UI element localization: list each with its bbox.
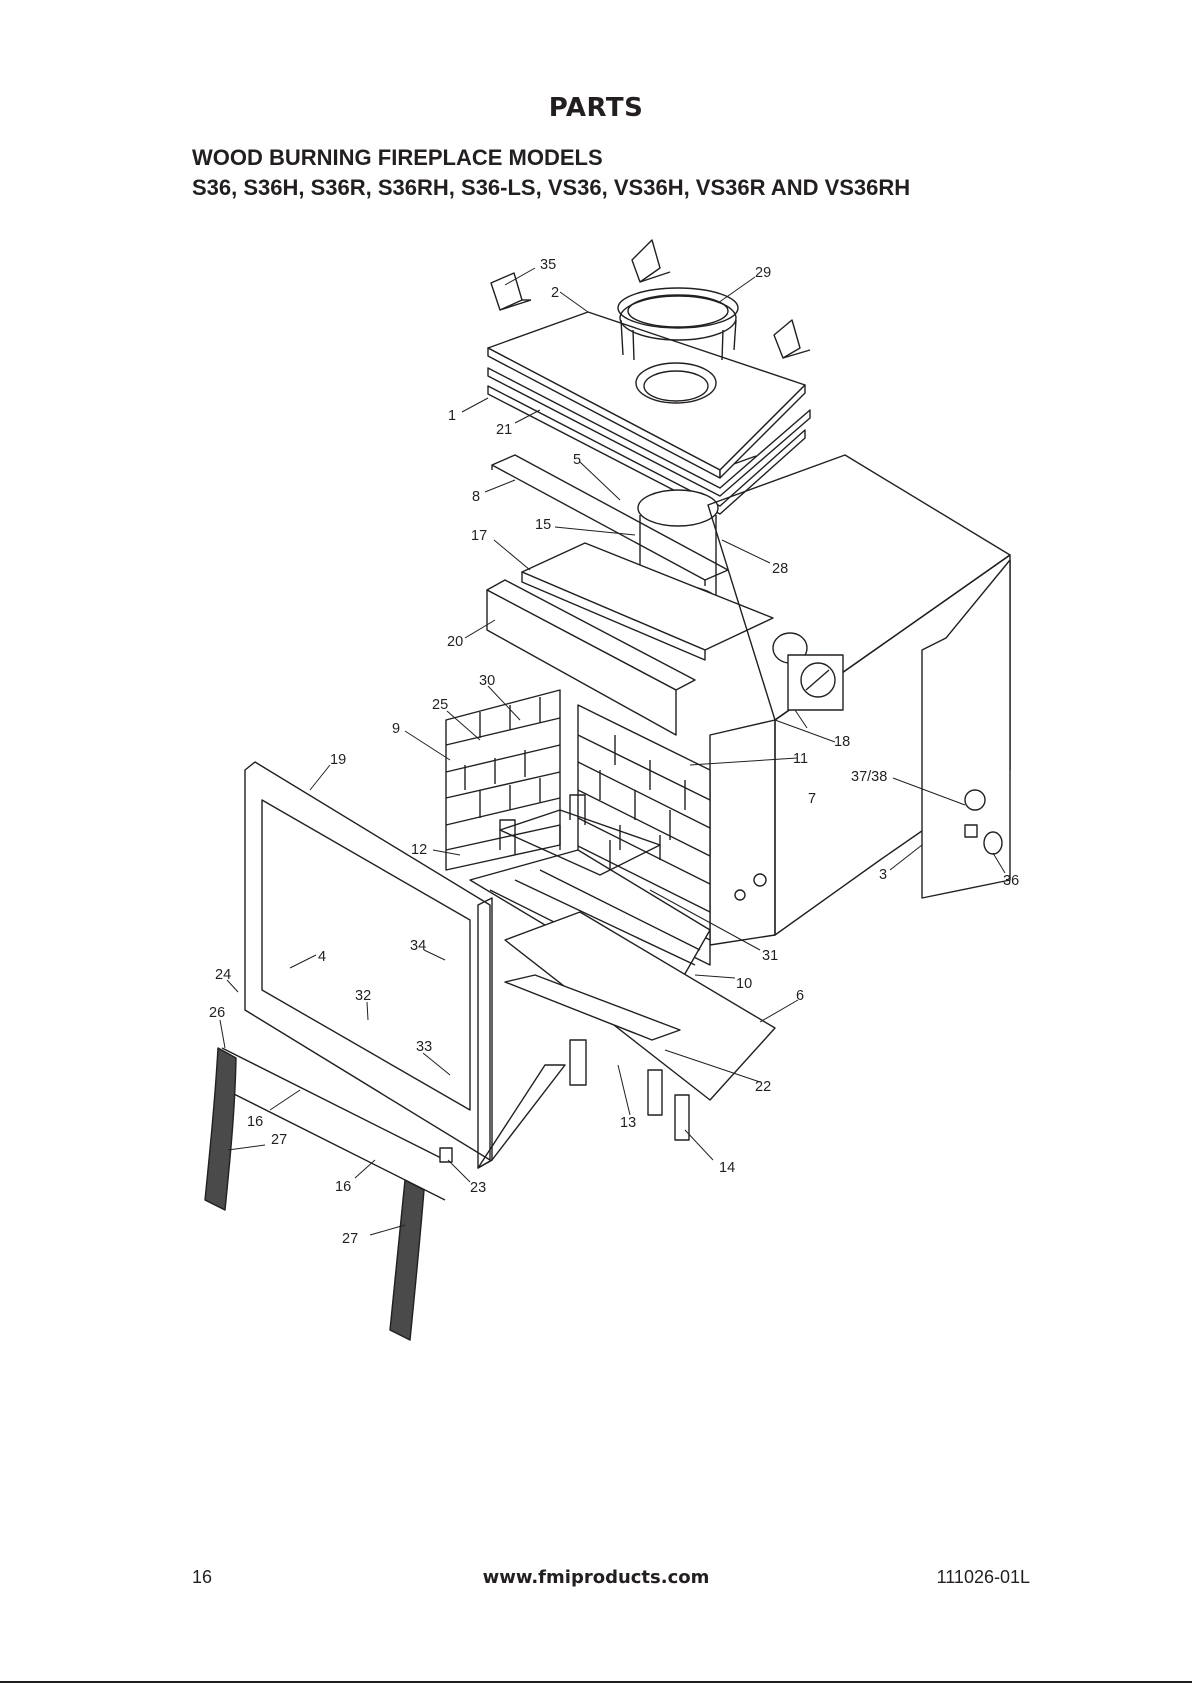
callout-15: 15 <box>535 517 551 533</box>
bracket-right <box>774 320 810 358</box>
callout-30: 30 <box>479 673 495 689</box>
callout-18: 18 <box>834 734 850 750</box>
callout-23: 23 <box>470 1180 486 1196</box>
callout-1: 1 <box>448 408 456 424</box>
callout-8: 8 <box>472 489 480 505</box>
callout-20: 20 <box>447 634 463 650</box>
callout-3: 3 <box>879 867 887 883</box>
callout-31: 31 <box>762 948 778 964</box>
callout-21: 21 <box>496 422 512 438</box>
callout-9: 9 <box>392 721 400 737</box>
refractory-rear-25 <box>446 690 560 870</box>
callout-25: 25 <box>432 697 448 713</box>
callout-29: 29 <box>755 265 771 281</box>
callout-28: 28 <box>772 561 788 577</box>
callout-7: 7 <box>808 791 816 807</box>
callout-33: 33 <box>416 1039 432 1055</box>
callout-35: 35 <box>540 257 556 273</box>
callout-2: 2 <box>551 285 559 301</box>
bracket-35 <box>491 273 531 310</box>
callout-37-38: 37/38 <box>851 769 887 785</box>
callout-34: 34 <box>410 938 426 954</box>
callout-11: 11 <box>793 751 808 767</box>
callout-36: 36 <box>1003 873 1019 889</box>
callout-6: 6 <box>796 988 804 1004</box>
callout-10: 10 <box>736 976 752 992</box>
callout-26: 26 <box>209 1005 225 1021</box>
callout-5: 5 <box>573 452 581 468</box>
callout-16-upper: 16 <box>247 1114 263 1130</box>
knockout-cover-36 <box>984 832 1002 854</box>
callout-4: 4 <box>318 949 326 965</box>
callout-12: 12 <box>411 842 427 858</box>
callout-13: 13 <box>620 1115 636 1131</box>
callout-14: 14 <box>719 1160 735 1176</box>
bottom-rule <box>0 1681 1192 1683</box>
callout-24: 24 <box>215 967 231 983</box>
callout-22: 22 <box>755 1079 771 1095</box>
callout-19: 19 <box>330 752 346 768</box>
callout-27-upper: 27 <box>271 1132 287 1148</box>
callout-16-lower: 16 <box>335 1179 351 1195</box>
document-number: 111026-01L <box>937 1567 1030 1588</box>
callout-17: 17 <box>471 528 487 544</box>
bracket-top-center <box>632 240 670 282</box>
callout-27-lower: 27 <box>342 1231 358 1247</box>
callout-32: 32 <box>355 988 371 1004</box>
